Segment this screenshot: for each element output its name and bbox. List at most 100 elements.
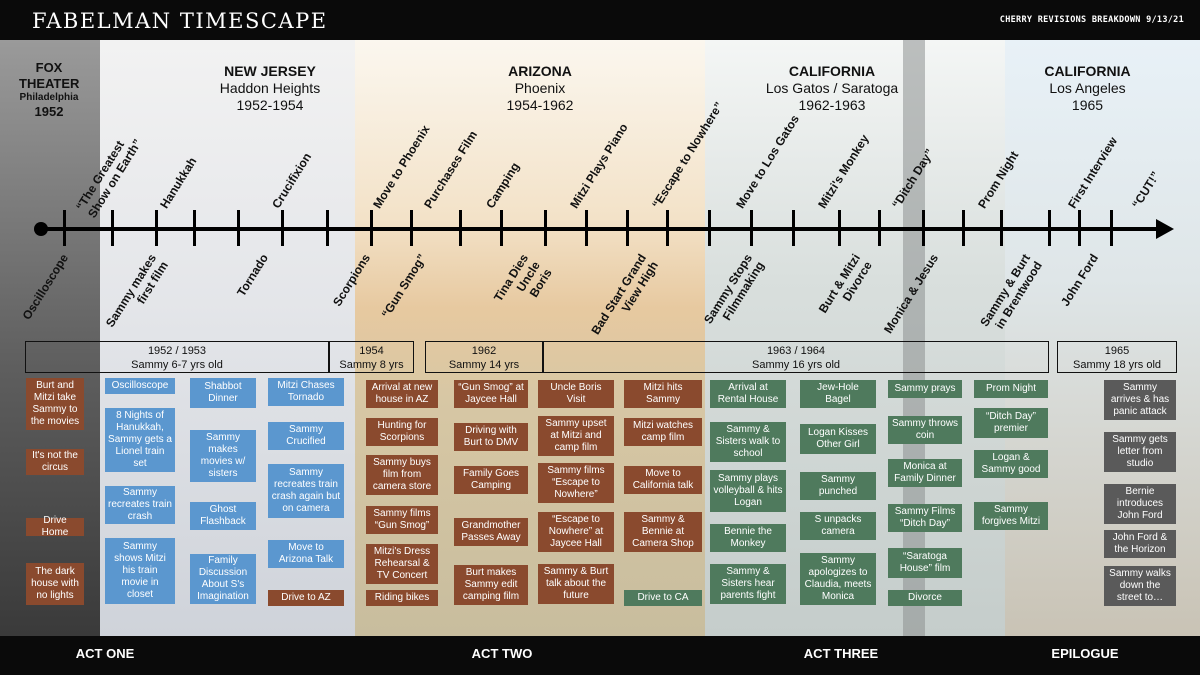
scene-card: Sammy & Bennie at Camera Shop [624, 512, 702, 552]
timeline-tick [326, 210, 329, 246]
timeline-tick [410, 210, 413, 246]
timeline-tick [1078, 210, 1081, 246]
scene-card: Drive to AZ [268, 590, 344, 606]
timeline-tick [626, 210, 629, 246]
scene-card: Drive Home [26, 515, 84, 538]
scene-card: “Escape to Nowhere” at Jaycee Hall [538, 512, 614, 552]
scene-card: Sammy films “Gun Smog” [366, 506, 438, 534]
timeline-tick [1048, 210, 1051, 246]
act-two-label: ACT TWO [471, 646, 533, 661]
scene-card: Ghost Flashback [190, 502, 256, 530]
timeline-tick [962, 210, 965, 246]
scene-card: Sammy shows Mitzi his train movie in clo… [105, 538, 175, 604]
location-arizona: ARIZONA Phoenix 1954-1962 [450, 63, 630, 114]
timeline-tick [111, 210, 114, 246]
scene-card: Burt makes Sammy edit camping film [454, 565, 528, 605]
timeline-tick [1000, 210, 1003, 246]
scene-card: Sammy & Burt talk about the future [538, 564, 614, 604]
scene-card: Family Discussion About S's Imagination [190, 554, 256, 604]
scene-card: Sammy plays volleyball & hits Logan [710, 470, 786, 512]
timeline-tick [750, 210, 753, 246]
age-bar-1965: 1965 Sammy 18 yrs old [1057, 341, 1177, 373]
scene-card: Sammy prays [888, 380, 962, 398]
timeline-tick [155, 210, 158, 246]
scene-card: John Ford & the Horizon [1104, 530, 1176, 558]
location-name: ARIZONA [508, 63, 572, 79]
timeline-tick [922, 210, 925, 246]
scene-card: Sammy arrives & has panic attack [1104, 380, 1176, 420]
scene-card: Uncle Boris Visit [538, 380, 614, 408]
scene-card: Sammy films “Escape to Nowhere” [538, 463, 614, 503]
scene-card: Family Goes Camping [454, 466, 528, 494]
timeline-tick [459, 210, 462, 246]
age-bar-1963: 1963 / 1964 Sammy 16 yrs old [543, 341, 1049, 373]
scene-card: Sammy forgives Mitzi [974, 502, 1048, 530]
location-years: 1952-1954 [236, 97, 304, 114]
location-name: FOX THEATER [19, 60, 80, 91]
timeline-tick [1110, 210, 1113, 246]
scene-card: Sammy upset at Mitzi and camp film [538, 416, 614, 456]
scene-card: Arrival at Rental House [710, 380, 786, 408]
epilogue-label: EPILOGUE [1051, 646, 1119, 661]
timeline-arrow-icon [1156, 219, 1174, 239]
timeline-tick [500, 210, 503, 246]
scene-card: S unpacks camera [800, 512, 876, 540]
location-city: Haddon Heights [219, 80, 321, 97]
timeline-tick [63, 210, 66, 246]
scene-card: Sammy buys film from camera store [366, 455, 438, 495]
scene-card: Sammy throws coin [888, 416, 962, 444]
scene-card: Divorce [888, 590, 962, 606]
scene-card: 8 Nights of Hanukkah, Sammy gets a Lione… [105, 408, 175, 472]
scene-card: Shabbot Dinner [190, 378, 256, 408]
scene-card: Arrival at new house in AZ [366, 380, 438, 408]
location-city: Phoenix [514, 80, 566, 97]
scene-card: It's not the circus [26, 449, 84, 475]
scene-card: Sammy & Sisters hear parents fight [710, 564, 786, 604]
location-years: 1952 [34, 103, 64, 119]
scene-card: Oscilloscope [105, 378, 175, 394]
scene-card: Sammy apologizes to Claudia, meets Monic… [800, 553, 876, 605]
scene-card: Move to Arizona Talk [268, 540, 344, 568]
scene-card: Driving with Burt to DMV [454, 423, 528, 451]
location-city: Philadelphia [19, 91, 79, 103]
timeline-tick [237, 210, 240, 246]
scene-card: Sammy gets letter from studio [1104, 432, 1176, 472]
band-new-jersey [100, 40, 355, 636]
location-los-angeles: CALIFORNIA Los Angeles 1965 [1005, 63, 1170, 114]
location-los-gatos: CALIFORNIA Los Gatos / Saratoga 1962-196… [742, 63, 922, 114]
age-bar-1962: 1962 Sammy 14 yrs [425, 341, 543, 373]
scene-card: Mitzi watches camp film [624, 418, 702, 446]
scene-card: Logan Kisses Other Girl [800, 424, 876, 454]
scene-card: Logan & Sammy good [974, 450, 1048, 478]
timeline-tick [585, 210, 588, 246]
scene-card: Bennie the Monkey [710, 524, 786, 552]
timeline-tick [878, 210, 881, 246]
location-new-jersey: NEW JERSEY Haddon Heights 1952-1954 [180, 63, 360, 114]
act-three-label: ACT THREE [803, 646, 879, 661]
band-philadelphia [0, 40, 100, 636]
scene-card: Prom Night [974, 380, 1048, 398]
timeline-tick [838, 210, 841, 246]
timeline-tick [370, 210, 373, 246]
scene-card: “Saratoga House” film [888, 548, 962, 578]
scene-card: Sammy & Sisters walk to school [710, 422, 786, 462]
scene-card: “Ditch Day” premier [974, 408, 1048, 438]
header-bar: FABELMAN TIMESCAPE CHERRY REVISIONS BREA… [0, 0, 1200, 40]
scene-card: Mitzi Chases Tornado [268, 378, 344, 406]
scene-card: Grandmother Passes Away [454, 518, 528, 546]
scene-card: Sammy walks down the street to… [1104, 566, 1176, 606]
timeline-axis [40, 227, 1160, 231]
scene-card: Drive to CA [624, 590, 702, 606]
band-window-frame [903, 40, 925, 636]
location-fox-theater: FOX THEATER Philadelphia 1952 [0, 60, 98, 120]
timeline-tick [792, 210, 795, 246]
location-years: 1965 [1071, 97, 1104, 114]
act-one-label: ACT ONE [75, 646, 135, 661]
scene-card: Monica at Family Dinner [888, 459, 962, 487]
timeline-tick [281, 210, 284, 246]
age-bar-1954: 1954 Sammy 8 yrs [329, 341, 414, 373]
scene-card: Jew-Hole Bagel [800, 380, 876, 408]
scene-card: Sammy punched [800, 472, 876, 500]
scene-card: Sammy recreates train crash [105, 486, 175, 524]
